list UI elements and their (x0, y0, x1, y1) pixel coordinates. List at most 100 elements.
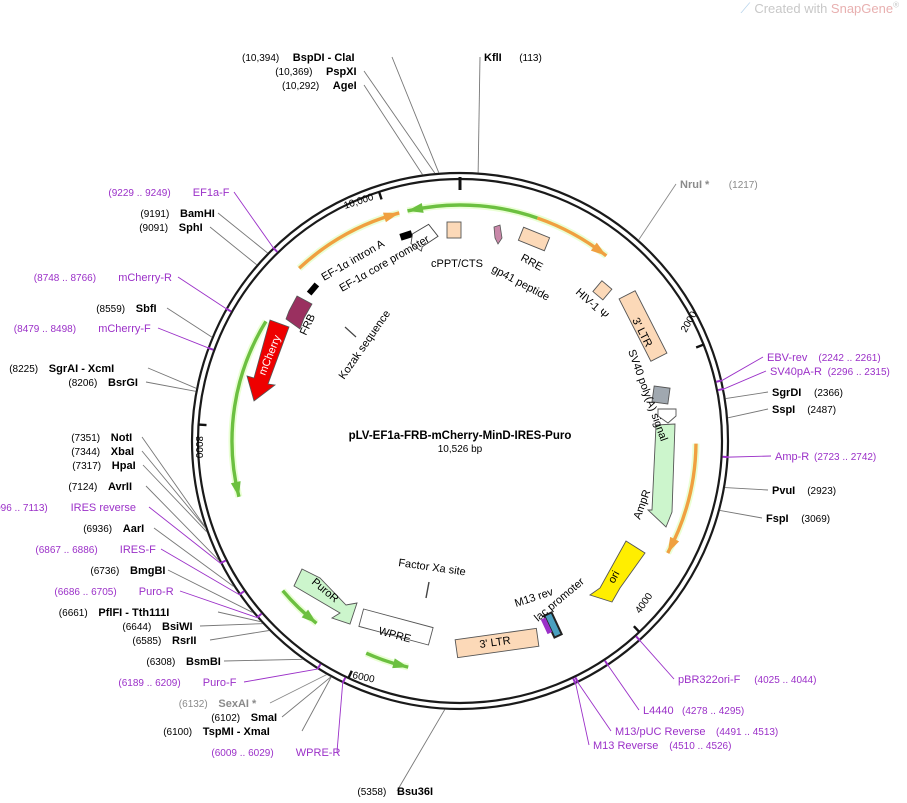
primer-ires-f-name[interactable]: IRES-F (120, 544, 156, 556)
primer-sv40pa-r-name[interactable]: SV40pA-R (770, 366, 822, 378)
primer-amp-r-name[interactable]: Amp-R (775, 451, 809, 463)
sv40-polya-box (651, 385, 671, 405)
enzyme-sspi-name[interactable]: SspI (772, 404, 795, 416)
enzyme-noti-name[interactable]: NotI (111, 432, 132, 444)
primer-puro-r-name[interactable]: Puro-R (139, 586, 174, 598)
tick-6000 (347, 670, 353, 679)
primer-pbr322ori-f-name[interactable]: pBR322ori-F (678, 674, 741, 686)
small-white-arrow (657, 408, 677, 424)
primer-puro-f-name[interactable]: Puro-F (203, 677, 237, 689)
enzyme-bsiwi-leader (199, 623, 263, 627)
primer-mcherry-f-name[interactable]: mCherry-F (98, 323, 151, 335)
enzyme-pspxi-name[interactable]: PspXI (326, 66, 357, 78)
primer-mcherry-f-leader (157, 327, 208, 349)
enzyme-xbai-name[interactable]: XbaI (111, 446, 134, 458)
enzyme-aari-name[interactable]: AarI (123, 523, 144, 535)
enzyme-avrii-name[interactable]: AvrII (108, 481, 132, 493)
enzyme-sphi-name[interactable]: SphI (179, 222, 203, 234)
enzyme-bsiwi-position: (6644) (122, 622, 151, 633)
enzyme-bsu36i-name[interactable]: Bsu36I (397, 786, 433, 798)
primer-mcherry-r-site-mark (225, 307, 232, 313)
watermark-prefix: Created with (754, 1, 831, 16)
enzyme-bsrgi-position: (8206) (68, 378, 97, 389)
enzyme-sgrdi-name[interactable]: SgrDI (772, 387, 801, 399)
enzyme-pvui-name[interactable]: PvuI (772, 485, 795, 497)
enzyme-pflfi-tth111i-position: (6661) (59, 608, 88, 619)
primer-ires-reverse-name[interactable]: IRES reverse (71, 502, 136, 514)
enzyme-smai-position: (6102) (211, 713, 240, 724)
site-labels: (10,394)BspDI - ClaI(10,369)PspXI(10,292… (0, 52, 890, 798)
primer-l4440-name[interactable]: L4440 (643, 705, 674, 717)
enzyme-avrii-leader (145, 485, 220, 561)
enzyme-tspmi-xmai-position: (6100) (163, 727, 192, 738)
enzyme-sexai-name[interactable]: SexAI * (218, 698, 257, 710)
enzyme-kfli-name[interactable]: KflI (484, 52, 502, 64)
enzyme-aari-position: (6936) (83, 524, 112, 535)
enzyme-fspi-name[interactable]: FspI (766, 513, 789, 525)
primer-sv40pa-r-leader (723, 370, 767, 390)
enzyme-pvui-position: (2923) (807, 486, 836, 497)
enzyme-bmgbi-leader (167, 569, 253, 613)
primer-l4440-site-mark (603, 659, 609, 667)
enzyme-bmgbi-name[interactable]: BmgBI (130, 565, 165, 577)
enzyme-agei-leader (363, 84, 423, 175)
enzyme-nrui-name[interactable]: NruI * (680, 179, 710, 191)
enzyme-bsiwi-name[interactable]: BsiWI (162, 621, 193, 633)
enzyme-noti-leader (141, 436, 206, 528)
enzyme-xbai-leader (141, 450, 206, 529)
enzyme-bsmbi-name[interactable]: BsmBI (186, 656, 221, 668)
primer-ebv-rev-name[interactable]: EBV-rev (767, 352, 808, 364)
enzyme-bmgbi-position: (6736) (90, 566, 119, 577)
tick-label-6000: 6000 (351, 670, 375, 685)
enzyme-sgrai-xcmi-leader (147, 367, 197, 389)
enzyme-sgrdi-leader (725, 391, 769, 399)
enzyme-pvui-leader (724, 487, 769, 491)
primer-sv40pa-r-position: (2296 .. 2315) (828, 367, 890, 378)
primer-ef1a-f-name[interactable]: EF1a-F (193, 187, 230, 199)
enzyme-bsrgi-leader (145, 381, 196, 392)
backbone-outer (190, 171, 730, 711)
primer-ef1a-f-leader (233, 191, 274, 248)
primer-wpre-r-position: (6009 .. 6029) (211, 748, 273, 759)
primer-ires-reverse-site-mark (219, 559, 227, 565)
label-kozak: Kozak sequence (337, 308, 393, 382)
enzyme-hpai-name[interactable]: HpaI (112, 460, 136, 472)
primer-puro-r-position: (6686 .. 6705) (54, 587, 116, 598)
ampr-arrow (646, 423, 676, 528)
primer-m13-puc-reverse-name[interactable]: M13/pUC Reverse (615, 726, 705, 738)
primer-puro-r-site-mark (256, 612, 263, 619)
primer-l4440-position: (4278 .. 4295) (682, 706, 744, 717)
enzyme-pflfi-tth111i-name[interactable]: PflFI - Tth111I (98, 607, 169, 619)
enzyme-bspdi-clai-name[interactable]: BspDI - ClaI (293, 52, 355, 64)
primer-ires-f-position: (6867 .. 6886) (35, 545, 97, 556)
primer-ebv-rev-position: (2242 .. 2261) (818, 353, 880, 364)
enzyme-tspmi-xmai-name[interactable]: TspMI - XmaI (203, 726, 270, 738)
enzyme-sexai-leader (269, 674, 327, 704)
m13-primer-box (540, 617, 553, 635)
enzyme-sbfi-name[interactable]: SbfI (136, 303, 157, 315)
primer-puro-r-leader (179, 590, 258, 618)
primer-ires-reverse-position: (7096 .. 7113) (0, 503, 48, 514)
tick-2000 (695, 343, 705, 349)
primer-pbr322ori-f-position: (4025 .. 4044) (754, 675, 816, 686)
leader-lines (141, 56, 772, 792)
enzyme-bsrgi-name[interactable]: BsrGI (108, 377, 138, 389)
enzyme-smai-name[interactable]: SmaI (251, 712, 277, 724)
enzyme-agei-name[interactable]: AgeI (333, 80, 357, 92)
enzyme-sspi-position: (2487) (807, 405, 836, 416)
enzyme-nrui-position: (1217) (729, 180, 758, 191)
enzyme-rsrii-name[interactable]: RsrII (172, 635, 196, 647)
ltr3-top-box (618, 290, 668, 362)
enzyme-bamhi-name[interactable]: BamHI (180, 208, 215, 220)
arc-ef1a-promoter-head (382, 212, 400, 223)
factor-xa-marker (425, 581, 430, 599)
primer-mcherry-r-name[interactable]: mCherry-R (118, 272, 172, 284)
enzyme-sgrai-xcmi-name[interactable]: SgrAI - XcmI (49, 363, 114, 375)
primer-m13-reverse-name[interactable]: M13 Reverse (593, 740, 658, 752)
primer-pbr322ori-f-leader (639, 640, 675, 680)
enzyme-tspmi-xmai-leader (301, 676, 332, 732)
enzyme-bsu36i-position: (5358) (357, 787, 386, 798)
tick-label-8000: 8000 (193, 436, 204, 459)
primer-wpre-r-name[interactable]: WPRE-R (296, 747, 341, 759)
frb-arrow (285, 295, 313, 330)
